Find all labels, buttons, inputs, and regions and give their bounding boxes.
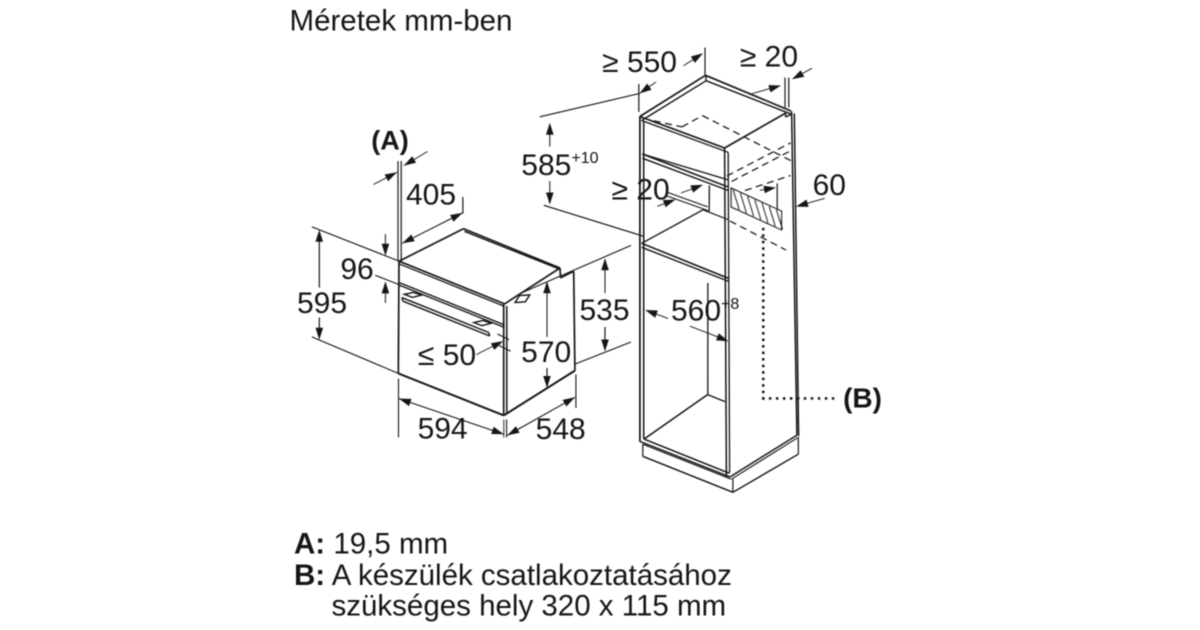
svg-text:≥ 550: ≥ 550 xyxy=(602,46,677,79)
svg-text:570: 570 xyxy=(521,336,571,369)
svg-text:Méretek mm-ben: Méretek mm-ben xyxy=(290,4,513,37)
svg-text:60: 60 xyxy=(813,169,846,202)
svg-text:405: 405 xyxy=(406,179,456,212)
svg-text:≥ 20: ≥ 20 xyxy=(612,173,670,206)
svg-text:96: 96 xyxy=(340,253,373,286)
svg-text:548: 548 xyxy=(536,413,586,446)
svg-text:≥ 20: ≥ 20 xyxy=(740,40,798,73)
svg-text:(A): (A) xyxy=(371,126,408,156)
svg-text:A: 19,5 mm: A: 19,5 mm xyxy=(294,527,448,560)
svg-text:535: 535 xyxy=(579,294,629,327)
svg-text:595: 595 xyxy=(297,287,347,320)
svg-text:≤ 50: ≤ 50 xyxy=(418,339,476,372)
svg-text:(B): (B) xyxy=(843,383,882,414)
svg-text:585+10: 585+10 xyxy=(521,149,598,182)
svg-text:594: 594 xyxy=(418,413,468,446)
svg-text:B: A készülék csatlakoztatásáh: B: A készülék csatlakoztatásához xyxy=(294,559,732,592)
svg-text:szükséges hely 320 x 115 mm: szükséges hely 320 x 115 mm xyxy=(332,590,727,623)
